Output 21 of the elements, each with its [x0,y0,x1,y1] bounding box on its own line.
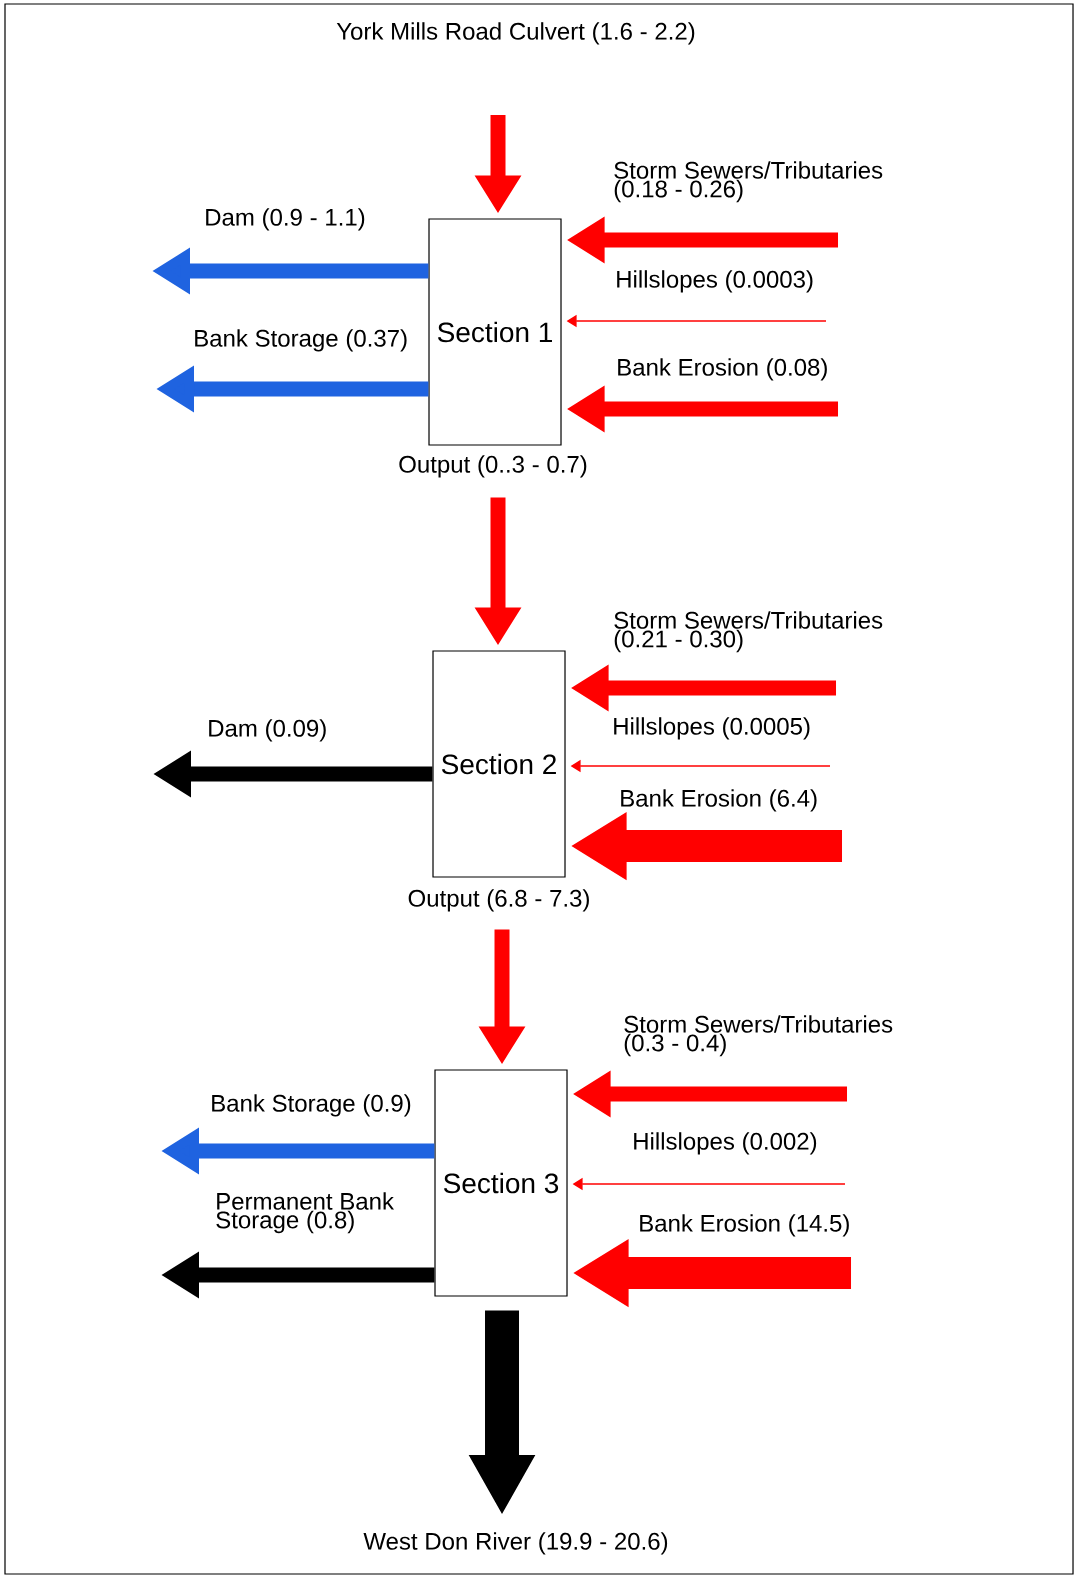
edge-label: Hillslopes (0.002) [634,1132,817,1155]
edge-label: Dam (0.9 - 1.1) [206,208,365,231]
section-box: Section 3 [434,1069,568,1297]
edge-label: Storm Sewers/Tributaries (0.21 - 0.30) [614,611,883,653]
edge-label: Storm Sewers/Tributaries (0.3 - 0.4) [624,1015,893,1057]
edge-label: Bank Storage (0.9) [212,1094,411,1117]
edge-label: Bank Erosion (6.4) [621,789,817,812]
edge-label: West Don River (19.9 - 20.6) [363,1532,668,1555]
edge-label: York Mills Road Culvert (1.6 - 2.2) [336,22,695,45]
edge-label: Dam (0.09) [209,719,326,742]
section-box: Section 1 [428,218,562,446]
edge-label: Storm Sewers/Tributaries (0.18 - 0.26) [614,161,883,203]
edge-label: Hillslopes (0.0003) [617,270,813,293]
edge-label: Output (6.8 - 7.3) [408,889,589,912]
edge-label: Hillslopes (0.0005) [614,717,810,740]
section-box: Section 2 [432,650,566,878]
edge-label: Bank Erosion (14.5) [640,1214,849,1237]
edge-label: Output (0..3 - 0.7) [399,455,587,478]
edge-label: Permanent Bank Storage (0.8) [216,1192,394,1234]
edge-label: Bank Erosion (0.08) [618,358,827,381]
edge-label: Bank Storage (0.37) [195,329,407,352]
